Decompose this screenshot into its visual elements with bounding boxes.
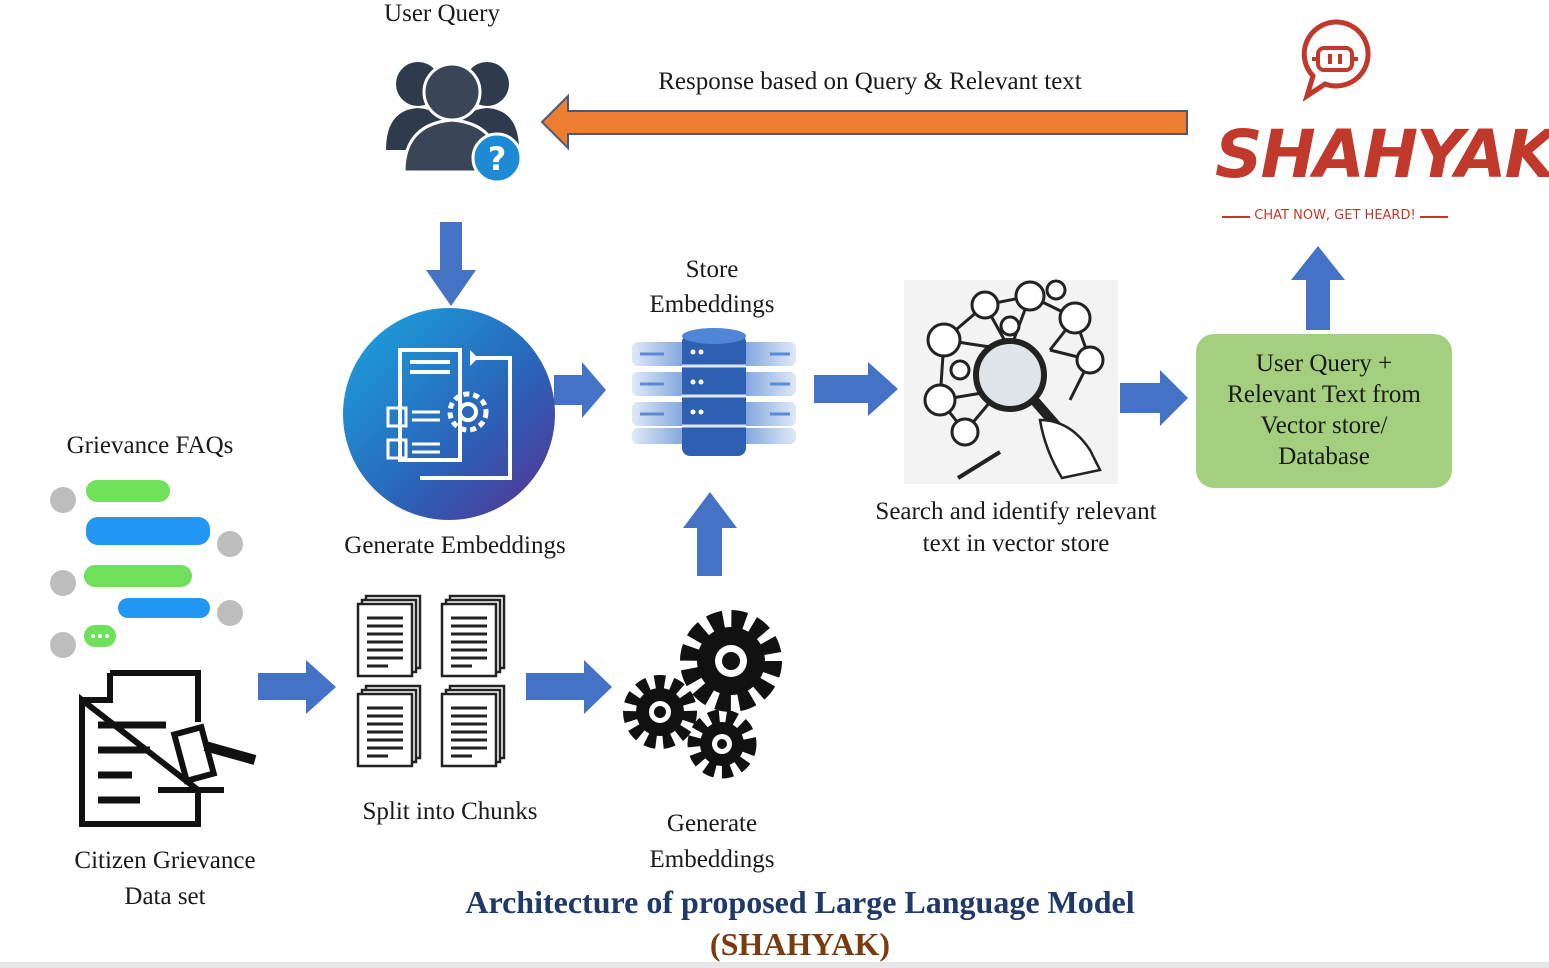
chatbot-speech-bubble-icon [1301, 19, 1371, 102]
search-label-line1: Search and identify relevant [875, 498, 1157, 525]
search-label-line2: text in vector store [922, 530, 1110, 557]
store-embeddings-label-line2: Embeddings [649, 291, 775, 318]
network-magnifier-icon [904, 279, 1118, 484]
diagram-subtitle: (SHAHYAK) [709, 926, 891, 962]
context-box: User Query + Relevant Text from Vector s… [1196, 334, 1452, 488]
context-box-line2: Relevant Text from [1227, 381, 1421, 408]
arrow-box-to-brand [1291, 246, 1345, 330]
response-arrow [540, 93, 1188, 151]
context-box-line3: Vector store/ [1260, 412, 1388, 439]
grievance-faqs-label: Grievance FAQs [66, 432, 234, 459]
diagram-title: Architecture of proposed Large Language … [465, 884, 1135, 920]
document-gear-icon [343, 308, 555, 520]
brand-tagline: CHAT NOW, GET HEARD! [1222, 205, 1448, 227]
legal-document-gavel-icon [79, 670, 257, 827]
generate-embeddings-bottom-line2: Embeddings [649, 846, 775, 873]
arrow-query-to-embed [426, 222, 476, 306]
arrow-gears-to-store [683, 492, 737, 576]
generate-embeddings-bottom-line1: Generate [666, 810, 758, 837]
arrow-search-to-box [1120, 370, 1188, 426]
generate-embeddings-label: Generate Embeddings [344, 532, 566, 559]
svg-text:?: ? [488, 140, 507, 178]
dataset-label-line1: Citizen Grievance [74, 847, 256, 874]
response-label: Response based on Query & Relevant text [658, 68, 1082, 95]
store-embeddings-label-line1: Store [685, 256, 739, 283]
brand-logo-text: SHAHYAK [1215, 116, 1549, 193]
arrow-embed-to-store [554, 362, 606, 418]
arrow-dataset-to-chunks [258, 660, 336, 714]
chat-bubbles-icon [50, 480, 243, 658]
split-chunks-label: Split into Chunks [362, 798, 538, 825]
dataset-label-line2: Data set [124, 883, 206, 910]
context-box-line1: User Query + [1255, 350, 1393, 377]
brand-tagline-text: CHAT NOW, GET HEARD! [1250, 208, 1420, 223]
gears-icon [623, 610, 782, 779]
user-group-question-icon: ? [386, 62, 523, 184]
context-box-line4: Database [1278, 443, 1370, 470]
user-query-label: User Query [384, 0, 500, 27]
footer-bar [0, 962, 1549, 968]
database-stack-icon [632, 328, 796, 456]
document-chunks-icon [356, 594, 506, 768]
arrow-store-to-search [814, 362, 898, 416]
arrow-chunks-to-gears [526, 660, 612, 714]
